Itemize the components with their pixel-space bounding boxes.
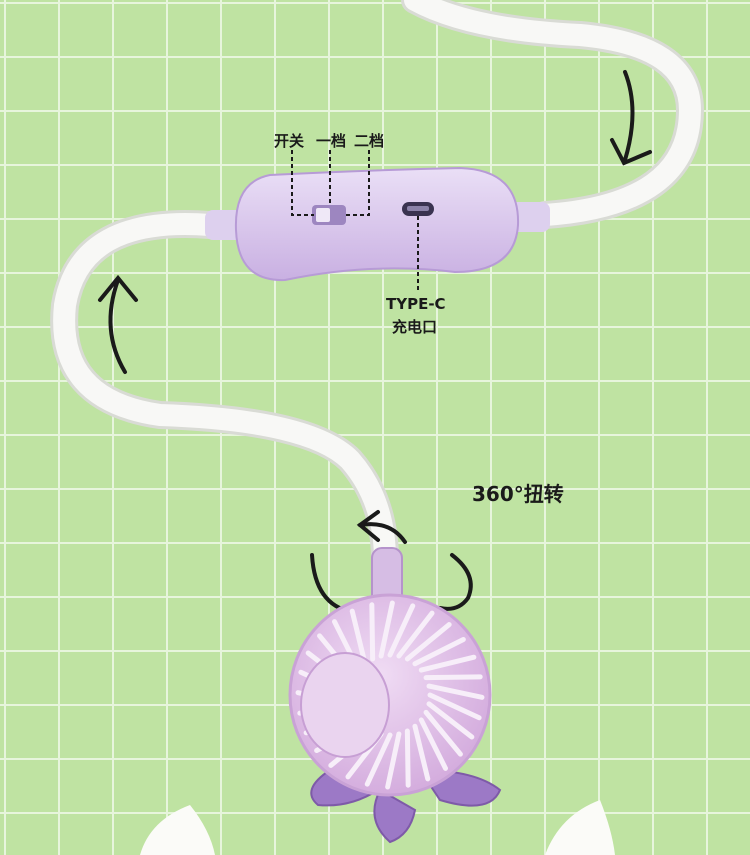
cable [50,0,705,574]
fan-blade [349,608,368,667]
fan-blade [423,674,483,681]
fan-blade [404,622,452,662]
port-inner [407,206,429,211]
fan-blade [364,732,393,787]
cable-collar-left [205,210,245,240]
switch-callout-lines [291,150,419,292]
port-type-label: TYPE-C [386,295,446,313]
fan-blade [404,728,411,788]
bow-base [310,768,502,844]
fan-blade [418,654,477,673]
fan-blade [412,636,466,667]
fan-blade [378,600,395,659]
port-desc-label: 充电口 [392,318,438,336]
fan-blade [418,717,449,771]
power-label: 开关 [274,132,305,150]
bottom-right-shape [545,800,615,855]
fan-head [288,593,492,797]
fan-blade [423,709,463,757]
control-housing [234,166,520,282]
rotate-label: 360°扭转 [472,482,564,506]
switch-knob [316,208,330,222]
fan-hub [300,652,390,758]
fan-blade [426,701,475,740]
fan-blade [385,731,402,790]
fan-blade [426,683,485,700]
bottom-left-shape [140,805,215,855]
gear-2-label: 二档 [354,132,385,150]
gear-1-label: 一档 [316,132,347,150]
cable-collar-right [510,202,550,232]
control-box [205,166,550,282]
rotation-arrows [98,70,652,614]
fan-blade [396,610,435,659]
fan-blade [387,603,416,658]
fan-blade [412,723,431,782]
fan-blade [369,602,376,662]
fan-blade [427,692,482,721]
